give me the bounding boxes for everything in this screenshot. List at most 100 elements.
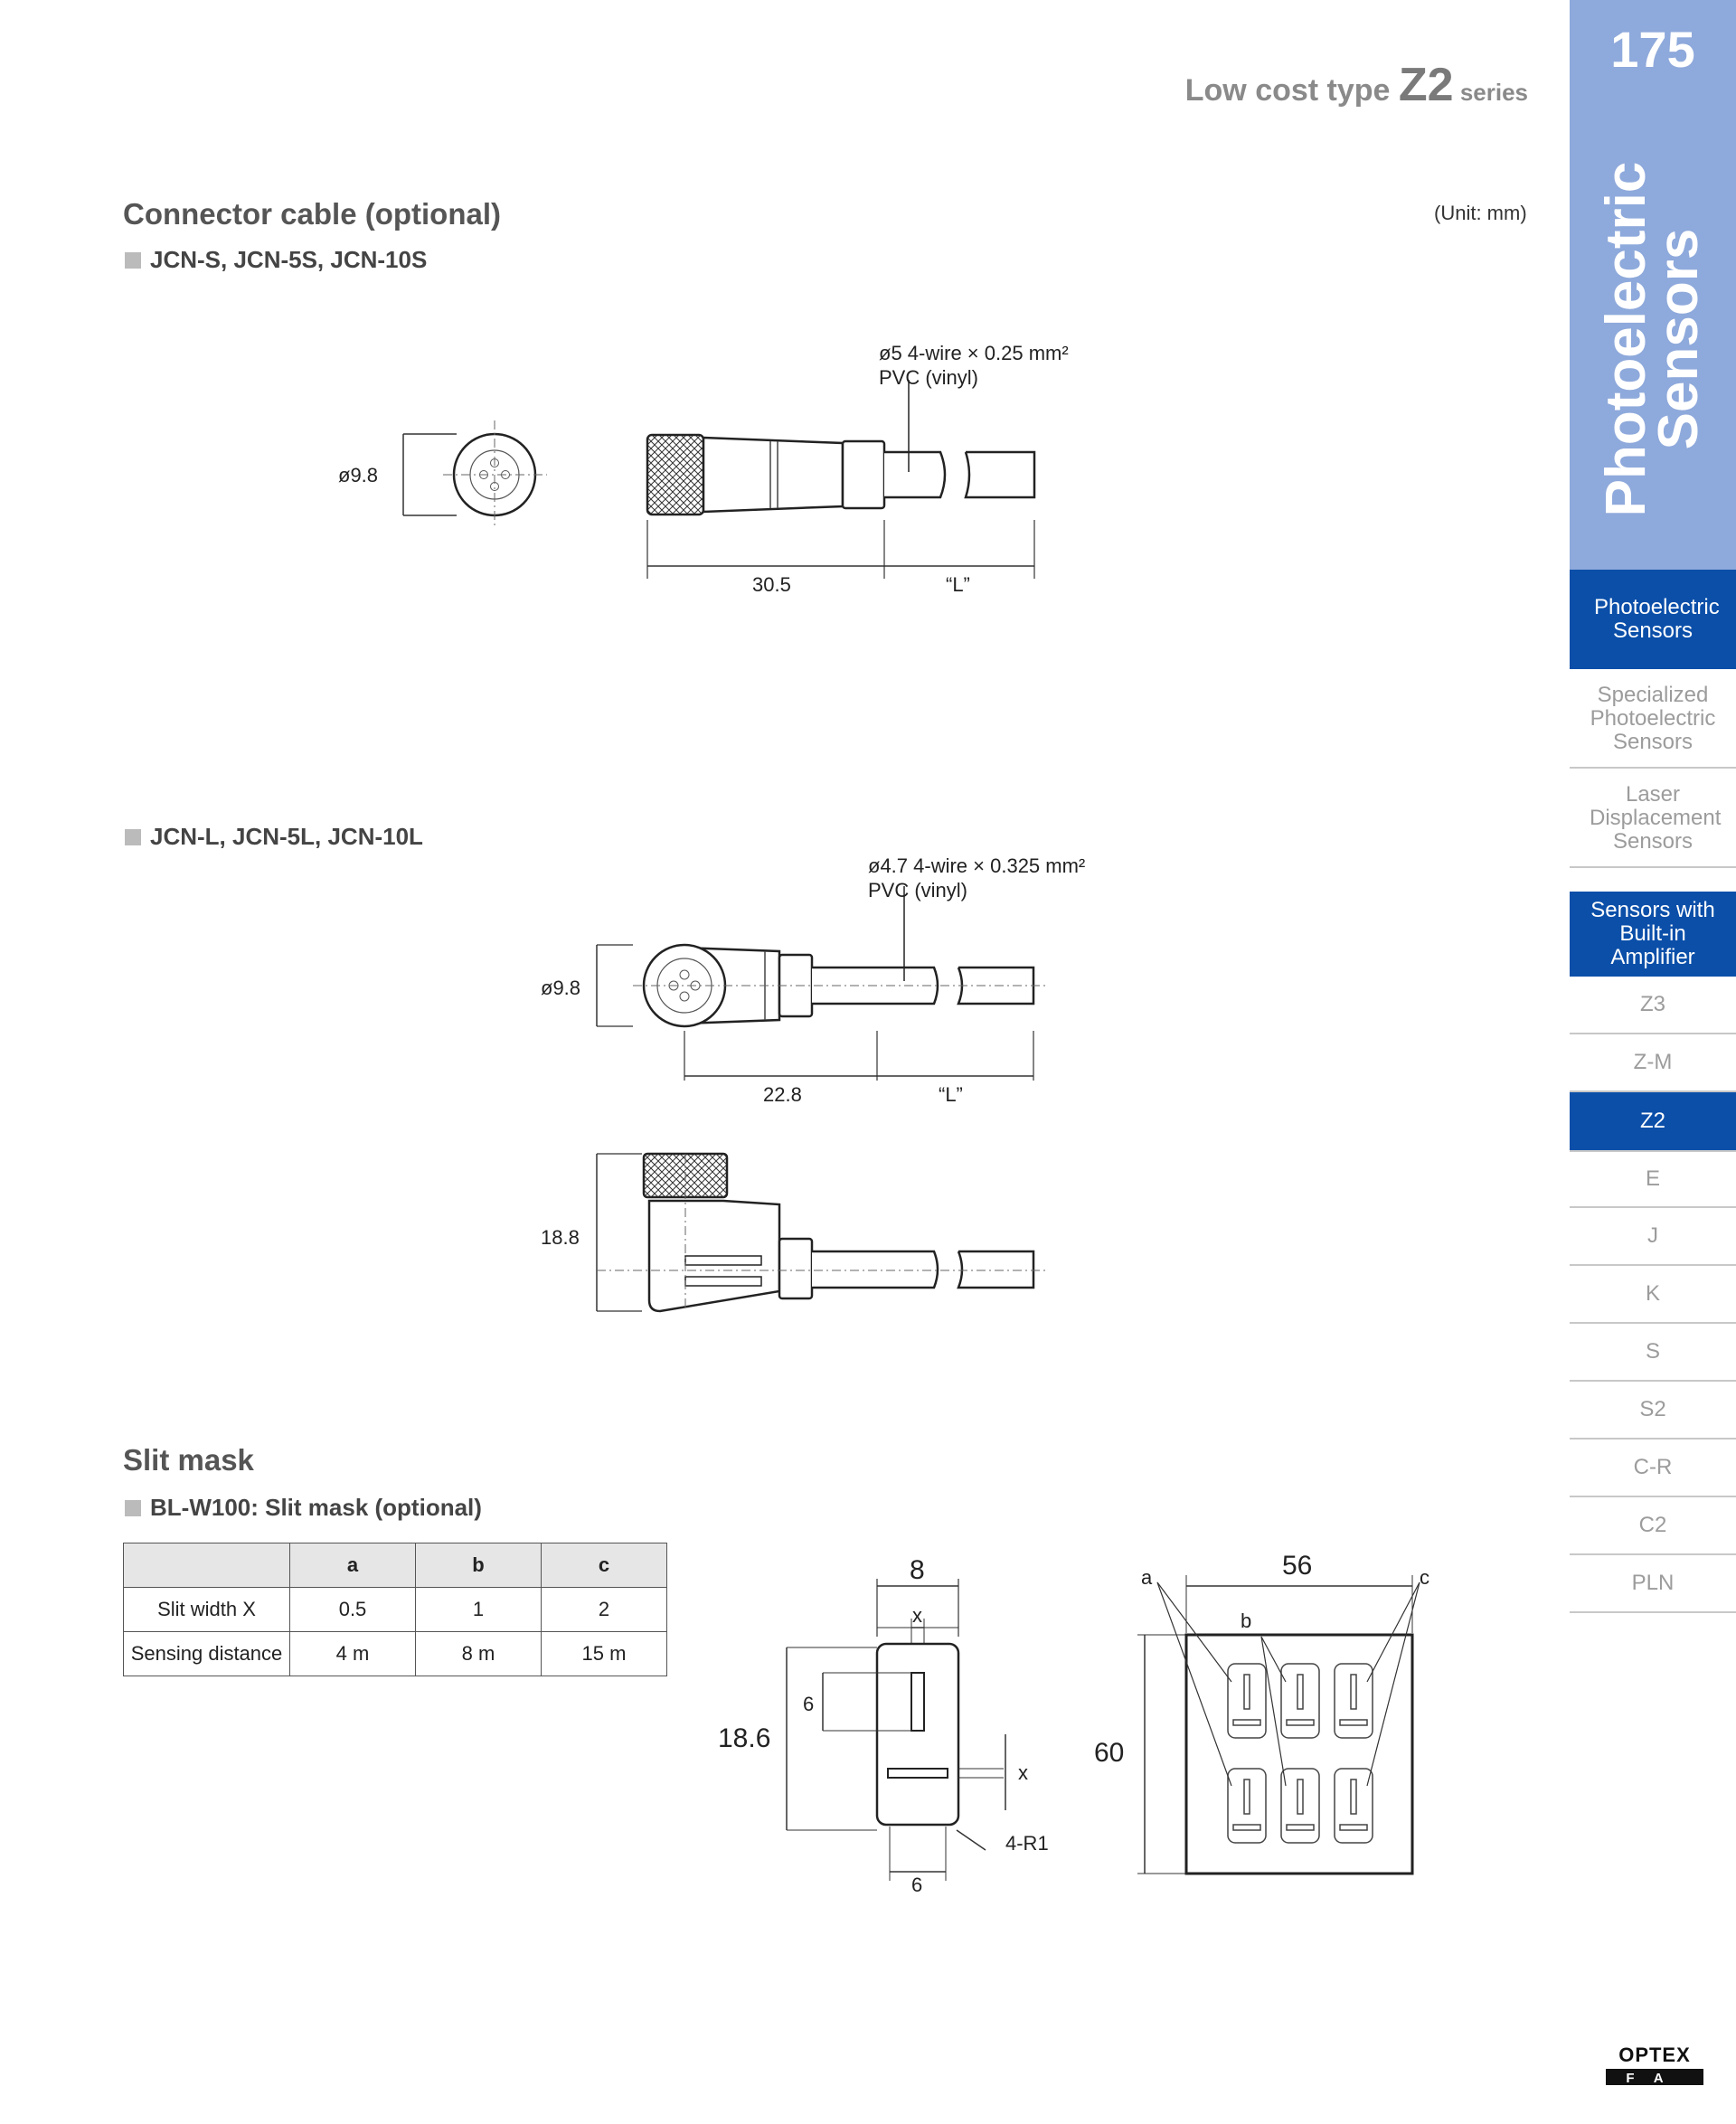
angled-diameter-label: ø9.8 [541,977,581,999]
panel-label-a: a [1141,1566,1153,1589]
sidebar-item-z3[interactable]: Z3 [1570,977,1736,1034]
table-cell: 2 [541,1587,667,1632]
bullet-square-icon [125,829,141,845]
side-view [646,380,1036,579]
straight-diameter-label: ø9.8 [338,464,379,486]
straight-heading: JCN-S, JCN-5S, JCN-10S [125,246,427,274]
sidebar-item-z2[interactable]: Z2 [1570,1092,1736,1150]
sidebar-item-label: K [1645,1281,1660,1306]
table-cell: Sensing distance [123,1631,290,1676]
sidebar-item-label: S [1645,1339,1660,1364]
angled-connector-drawing [596,886,1049,1313]
straight-length-dim: 30.5 [752,573,791,596]
sidebar-title-line2: Sensors [1647,228,1710,450]
sidebar-item-label: Z2 [1639,1109,1665,1133]
svg-text:FA: FA [1626,2071,1683,2086]
bullet-square-icon [125,1500,141,1516]
sidebar-item-label: Z3 [1639,992,1665,1016]
straight-connector-drawing [402,380,1036,579]
angled-heading-text: JCN-L, JCN-5L, JCN-10L [150,823,423,850]
panel-label-c: c [1420,1566,1429,1589]
sidebar-item-label: S2 [1639,1397,1666,1421]
sidebar-item-label: C-R [1633,1455,1673,1479]
sidebar-item-photoelectric[interactable]: Photoelectric Sensors [1570,570,1736,669]
series-name: Z2 [1398,59,1454,111]
table-cell: 15 m [541,1631,667,1676]
table-row: Slit width X 0.5 1 2 [123,1587,667,1632]
table-header-cell: b [415,1543,542,1588]
table-cell: 8 m [415,1631,542,1676]
sidebar-item-c2[interactable]: C2 [1570,1497,1736,1555]
table-cell: 1 [415,1587,542,1632]
slit-title: Slit mask [123,1443,254,1477]
sidebar-item-specialized[interactable]: Specialized Photoelectric Sensors [1570,671,1736,769]
straight-heading-text: JCN-S, JCN-5S, JCN-10S [150,246,428,273]
sidebar-item-label: C2 [1638,1513,1667,1537]
angled-cable-spec-1: ø4.7 4-wire × 0.325 mm² [868,854,1086,877]
single-slit-mask-drawing [786,1579,1006,1881]
table-cell: 0.5 [289,1587,416,1632]
table-cell: 4 m [289,1631,416,1676]
sidebar-item-pln[interactable]: PLN [1570,1555,1736,1613]
sidebar-item-label: PLN [1631,1571,1675,1595]
sidebar-item-label: J [1647,1223,1658,1248]
single-radius-label: 4-R1 [1005,1832,1049,1855]
panel-label-b: b [1241,1610,1252,1632]
slit-grid [1227,1663,1373,1844]
single-x-top: x [912,1604,922,1627]
slit-mask-panel-drawing [1137,1575,1420,1875]
table-header-cell [123,1543,290,1588]
single-x-side: x [1018,1761,1028,1784]
table-header-cell: a [289,1543,416,1588]
svg-text:OPTEX: OPTEX [1618,2045,1691,2066]
leader-lines [1156,1581,1420,1787]
front-view [402,420,547,529]
angled-cable-spec-2: PVC (vinyl) [868,879,968,902]
slit-heading: BL-W100: Slit mask (optional) [125,1494,482,1522]
bullet-square-icon [125,252,141,269]
slit-heading-text: BL-W100: Slit mask (optional) [150,1494,482,1521]
straight-cable-spec-1: ø5 4-wire × 0.25 mm² [879,342,1069,364]
table-header-row: a b c [123,1543,667,1588]
sidebar-item-s2[interactable]: S2 [1570,1382,1736,1440]
sidebar-item-c-r[interactable]: C-R [1570,1440,1736,1497]
single-height-dim: 18.6 [718,1723,771,1753]
sidebar-item-z-m[interactable]: Z-M [1570,1034,1736,1092]
series-title: Low cost type Z2 series [1185,58,1528,112]
panel-height-dim: 60 [1094,1738,1125,1768]
sidebar-item-laser[interactable]: Laser Displacement Sensors [1570,770,1736,868]
sidebar-item-e[interactable]: E [1570,1150,1736,1208]
single-width-dim: 8 [910,1555,925,1585]
sidebar-item-j[interactable]: J [1570,1208,1736,1266]
sidebar-item-label: E [1645,1166,1660,1191]
unit-note: (Unit: mm) [1434,202,1527,224]
sidebar-item-label: Z-M [1633,1050,1673,1074]
table-cell: Slit width X [123,1587,290,1632]
sidebar-item-k[interactable]: K [1570,1266,1736,1324]
optex-fa-logo: OPTEX FA [1606,2045,1703,2086]
single-bottom-dim: 6 [911,1874,923,1896]
sidebar-item-label: Sensors with Built-in Amplifier [1590,898,1715,969]
series-suffix: series [1453,79,1528,106]
panel-width-dim: 56 [1282,1551,1313,1581]
angled-side-view [596,1152,1049,1313]
sidebar-item-built-in-amplifier[interactable]: Sensors with Built-in Amplifier [1570,892,1736,977]
table-row: Sensing distance 4 m 8 m 15 m [123,1631,667,1676]
slit-spec-table: a b c Slit width X 0.5 1 2 Sensing dista… [123,1543,667,1676]
sidebar-item-label: Laser Displacement Sensors [1590,782,1722,854]
page-number: 175 [1610,21,1695,78]
sidebar-item-label: Specialized Photoelectric Sensors [1590,683,1716,754]
sidebar-item-s[interactable]: S [1570,1324,1736,1382]
table-header-cell: c [541,1543,667,1588]
series-prefix: Low cost type [1184,73,1399,108]
single-slit-length-dim: 6 [803,1693,815,1715]
connector-title: Connector cable (optional) [123,197,502,231]
sidebar-item-label: Photoelectric Sensors [1594,595,1720,643]
straight-cable-dim: “L” [946,573,970,596]
angled-length-dim: 22.8 [763,1083,802,1106]
angled-height-dim: 18.8 [541,1226,580,1249]
angled-cable-dim: “L” [939,1083,963,1106]
